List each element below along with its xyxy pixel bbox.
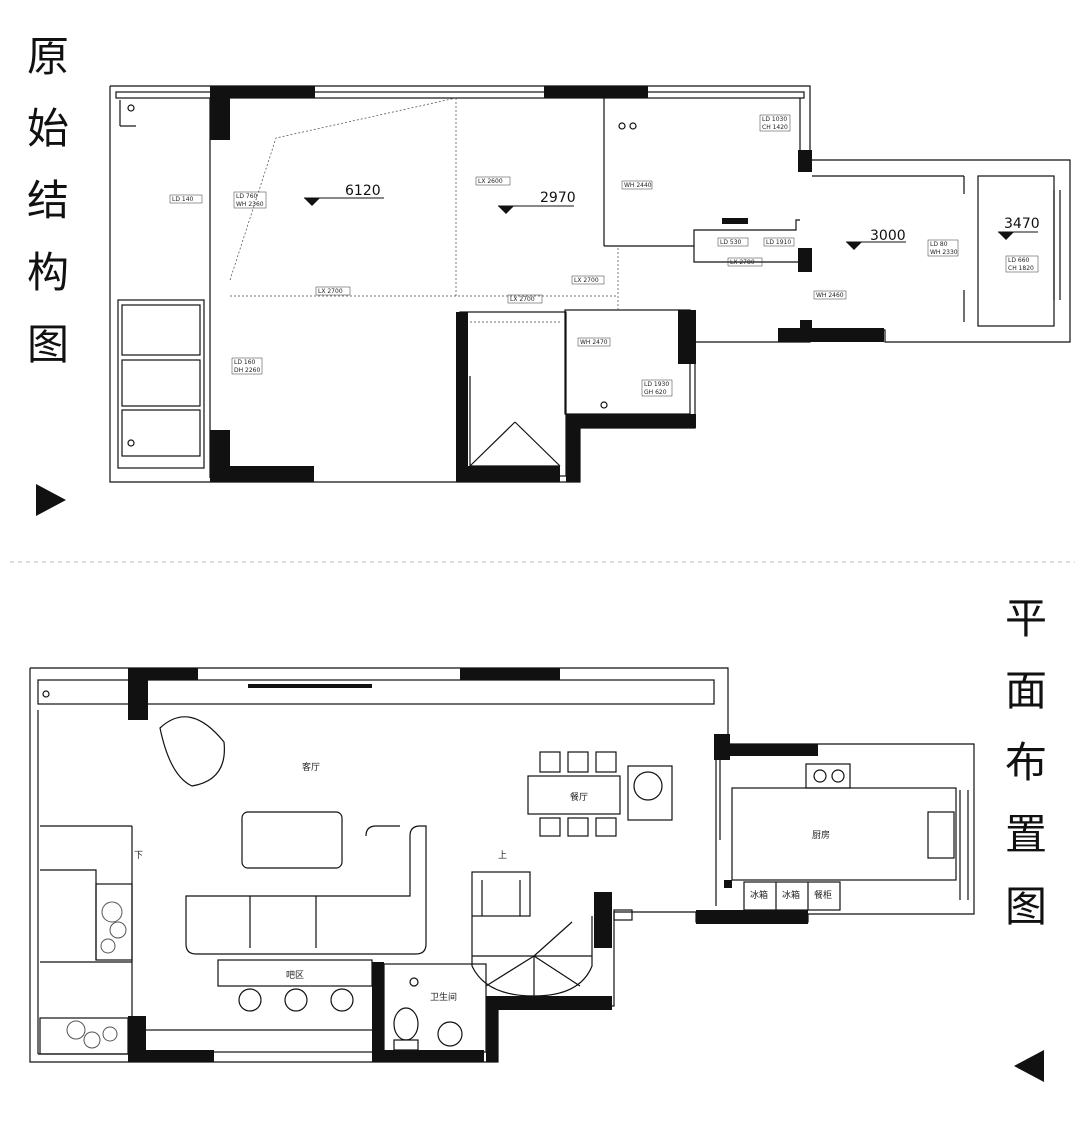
- dimension-tag: LD 1930: [644, 381, 669, 388]
- structure-plan-title: 原 始 结 构 图: [18, 36, 78, 396]
- title-char: 置: [1004, 810, 1047, 859]
- dimension-tag: LD 80: [930, 241, 948, 248]
- dimension-tag: WH 2470: [580, 339, 608, 346]
- title-char: 面: [1004, 666, 1047, 715]
- stair-up-label: 上: [498, 850, 507, 861]
- room-label-kitchen: 厨房: [812, 829, 830, 841]
- dimension-tag: WH 2460: [816, 292, 844, 299]
- stair-down-label: 下: [134, 851, 143, 861]
- room-label-bath: 卫生间: [430, 991, 457, 1003]
- room-label-dining: 餐厅: [570, 791, 588, 803]
- cabinet-label: 餐柜: [814, 889, 832, 901]
- structure-walls: [210, 86, 884, 482]
- title-char: 构: [26, 248, 69, 297]
- title-char: 平: [1004, 594, 1047, 643]
- dimension-tag: LD 660: [1008, 257, 1030, 264]
- dimension-tag: LX 2780: [730, 259, 755, 266]
- dimension-tag: DH 2260: [234, 367, 260, 374]
- dimension-tag: CH 1420: [762, 124, 788, 131]
- layout-walls: [128, 668, 818, 1062]
- room-label-living: 客厅: [302, 761, 320, 773]
- dimension-tag: LD 140: [172, 196, 194, 203]
- fridge-label: 冰箱: [750, 889, 768, 901]
- dimension-tag: WH 2330: [930, 249, 958, 256]
- dimension-tag: LD 1910: [766, 239, 791, 246]
- dimension-tag: WH 2440: [624, 182, 652, 189]
- fridge-label: 冰箱: [782, 889, 800, 901]
- height-label: 3470: [1004, 216, 1040, 232]
- title-char: 原: [26, 32, 69, 81]
- structure-beams: [229, 97, 619, 323]
- title-char: 图: [1004, 882, 1047, 931]
- dimension-tag: CH 1820: [1008, 265, 1034, 272]
- height-label: 3000: [870, 228, 906, 244]
- right-arrow-icon: [36, 484, 66, 516]
- dimension-tag: LD 160: [234, 359, 256, 366]
- title-char: 始: [26, 104, 69, 153]
- dimension-tag: WH 2360: [236, 201, 264, 208]
- height-label: 6120: [345, 183, 381, 199]
- dimension-tag: GH 620: [644, 389, 667, 396]
- dimension-tag: LD 1030: [762, 116, 787, 123]
- layout-plan-title: 平 面 布 置 图: [996, 598, 1056, 958]
- height-label: 2970: [540, 190, 576, 206]
- plant-decor: [66, 901, 127, 1049]
- title-char: 图: [26, 320, 69, 369]
- dimension-tag: LX 2600: [478, 178, 503, 185]
- dimension-tag: LD 530: [720, 239, 742, 246]
- dimension-tag: LX 2700: [574, 277, 599, 284]
- room-label-bar: 吧区: [286, 970, 304, 981]
- level-markers: [304, 197, 1038, 250]
- title-char: 布: [1004, 738, 1047, 787]
- dimension-tag: LX 2700: [318, 288, 343, 295]
- dimension-tag: LD 760: [236, 193, 258, 200]
- left-arrow-icon: [1014, 1050, 1044, 1082]
- dimension-tags: [169, 114, 1039, 397]
- dimension-tag: LX 2700: [510, 296, 535, 303]
- title-char: 结: [26, 176, 69, 225]
